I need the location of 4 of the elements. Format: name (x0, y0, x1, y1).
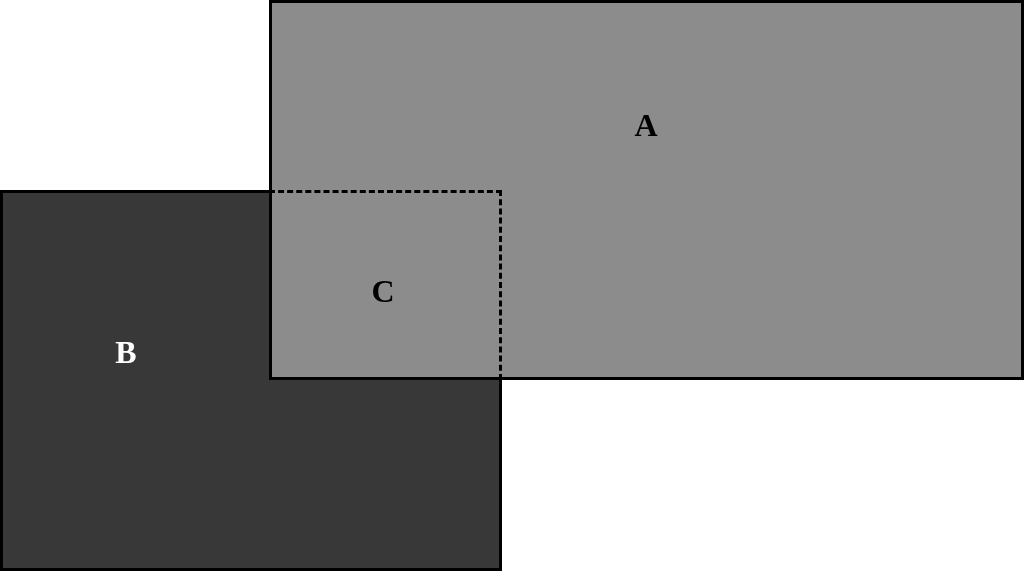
region-label: A (634, 109, 658, 141)
region-rectangle (269, 0, 1024, 380)
region-label: C (371, 275, 395, 307)
region-label: B (115, 336, 137, 368)
